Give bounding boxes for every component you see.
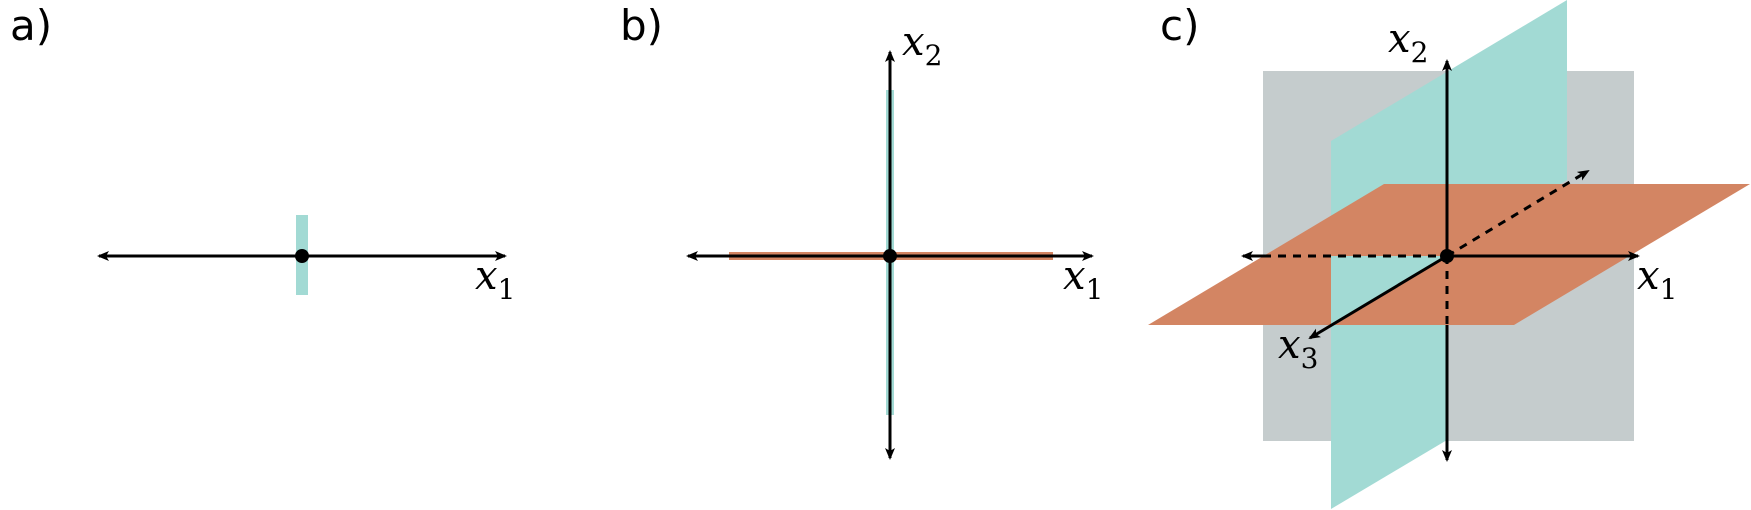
x2-axis-label: x2 [902, 19, 942, 72]
panel-b-label: b) [620, 1, 663, 50]
panel-a: a) x1 [10, 1, 515, 306]
x1-axis-label: x1 [475, 253, 515, 306]
x1-axis-label: x1 [1637, 253, 1677, 306]
x3-axis-label: x3 [1278, 322, 1318, 375]
origin-point [295, 249, 309, 263]
panel-c-label: c) [1160, 1, 1199, 50]
panel-a-label: a) [10, 1, 52, 50]
x1-axis-label: x1 [1063, 253, 1103, 306]
x3-axis-hidden-segment [1446, 169, 1590, 258]
origin-point [883, 249, 897, 263]
panel-b: b) x1 x2 [620, 1, 1103, 460]
x2-x3-plane-front-lower [1331, 325, 1447, 509]
x3-axis-positive [1308, 254, 1448, 340]
origin-point [1440, 249, 1454, 263]
x2-axis-label: x2 [1388, 16, 1428, 69]
panel-c: c) x1 x2 x3 [1148, 0, 1750, 509]
